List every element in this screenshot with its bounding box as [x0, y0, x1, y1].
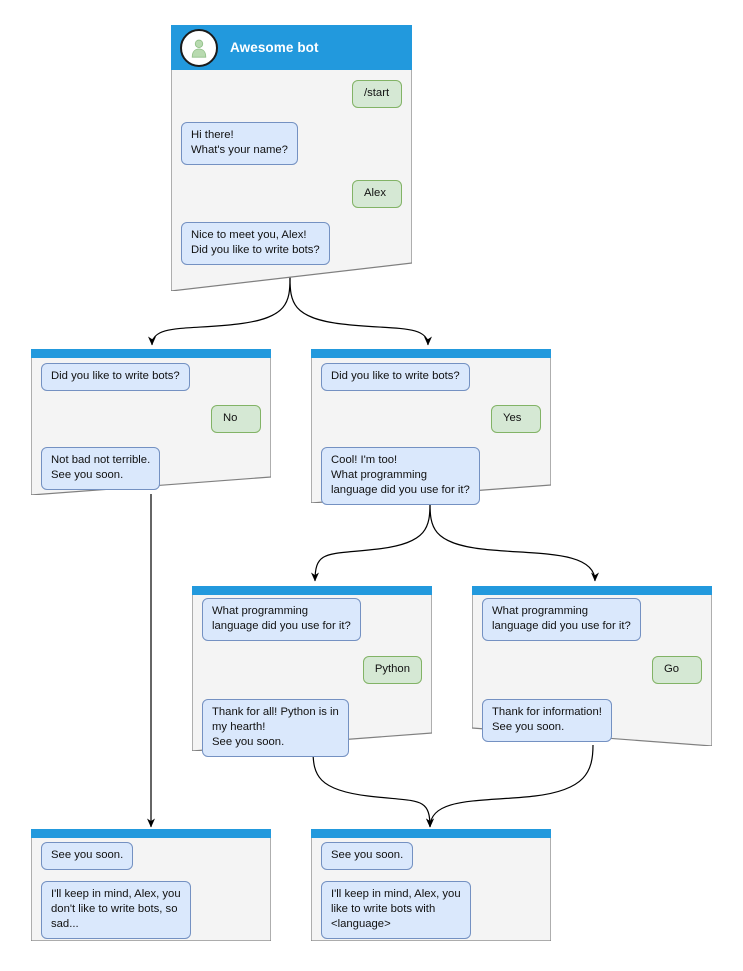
message-row: See you soon.: [311, 842, 551, 870]
chat-card-end-yes[interactable]: See you soon. I'll keep in mind, Alex, y…: [311, 829, 551, 941]
chat-card-end-no[interactable]: See you soon. I'll keep in mind, Alex, y…: [31, 829, 271, 941]
bot-message-bubble[interactable]: See you soon.: [41, 842, 134, 870]
avatar: [180, 28, 218, 67]
message-row: I'll keep in mind, Alex, you don't like …: [31, 881, 271, 939]
user-message-bubble[interactable]: /start: [352, 80, 402, 108]
bot-message-bubble[interactable]: Thank for information! See you soon.: [482, 699, 612, 742]
bot-message-bubble[interactable]: Thank for all! Python is in my hearth! S…: [202, 699, 349, 757]
bot-message-bubble[interactable]: I'll keep in mind, Alex, you like to wri…: [321, 881, 471, 939]
message-list-end-no: See you soon. I'll keep in mind, Alex, y…: [31, 842, 271, 939]
user-message-bubble[interactable]: Go: [652, 656, 702, 684]
message-row: Cool! I'm too! What programming language…: [311, 447, 551, 505]
message-row: What programming language did you use fo…: [192, 598, 432, 641]
bot-message-bubble[interactable]: Not bad not terrible. See you soon.: [41, 447, 161, 490]
bot-message-bubble[interactable]: Nice to meet you, Alex! Did you like to …: [181, 222, 330, 265]
message-row: Alex: [171, 180, 412, 208]
user-message-bubble[interactable]: Alex: [352, 180, 402, 208]
message-row: Did you like to write bots?: [311, 363, 551, 391]
message-row: Yes: [311, 405, 551, 433]
message-list-no-branch: Did you like to write bots? No Not bad n…: [31, 363, 271, 490]
person-avatar-icon: [191, 39, 207, 58]
chat-card-go-branch[interactable]: What programming language did you use fo…: [472, 586, 712, 746]
connector-yes-to-go: [429, 501, 599, 582]
message-row: /start: [171, 80, 412, 108]
chat-card-yes-branch[interactable]: Did you like to write bots? Yes Cool! I'…: [311, 349, 551, 505]
chat-card-no-branch[interactable]: Did you like to write bots? No Not bad n…: [31, 349, 271, 495]
message-row: Did you like to write bots?: [31, 363, 271, 391]
message-row: Not bad not terrible. See you soon.: [31, 447, 271, 490]
bot-message-bubble[interactable]: Did you like to write bots?: [321, 363, 470, 391]
message-row: Go: [472, 656, 712, 684]
card-header-strip: [192, 586, 432, 595]
chat-card-python-branch[interactable]: What programming language did you use fo…: [192, 586, 432, 757]
message-row: What programming language did you use fo…: [472, 598, 712, 641]
message-row: Python: [192, 656, 432, 684]
card-header-strip: [472, 586, 712, 595]
bot-message-bubble[interactable]: Cool! I'm too! What programming language…: [321, 447, 480, 505]
message-row: No: [31, 405, 271, 433]
bot-message-bubble[interactable]: I'll keep in mind, Alex, you don't like …: [41, 881, 191, 939]
card-header-strip: [31, 829, 271, 838]
message-row: Thank for all! Python is in my hearth! S…: [192, 699, 432, 757]
message-list-root: /start Hi there! What's your name? Alex …: [171, 80, 412, 265]
message-row: Hi there! What's your name?: [171, 122, 412, 165]
card-header-strip: [311, 829, 551, 838]
connector-go-to-end: [426, 744, 594, 828]
message-list-go-branch: What programming language did you use fo…: [472, 598, 712, 742]
bot-message-bubble[interactable]: See you soon.: [321, 842, 414, 870]
message-row: Nice to meet you, Alex! Did you like to …: [171, 222, 412, 265]
message-list-python-branch: What programming language did you use fo…: [192, 598, 432, 757]
user-message-bubble[interactable]: No: [211, 405, 261, 433]
user-message-bubble[interactable]: Python: [362, 656, 422, 684]
bot-message-bubble[interactable]: What programming language did you use fo…: [202, 598, 361, 641]
chat-card-root[interactable]: Awesome bot /start Hi there! What's your…: [171, 25, 412, 291]
message-row: I'll keep in mind, Alex, you like to wri…: [311, 881, 551, 939]
connector-yes-to-python: [311, 501, 431, 582]
card-header-root: Awesome bot: [171, 25, 412, 70]
bot-message-bubble[interactable]: Did you like to write bots?: [41, 363, 190, 391]
bot-message-bubble[interactable]: What programming language did you use fo…: [482, 598, 641, 641]
message-list-yes-branch: Did you like to write bots? Yes Cool! I'…: [311, 363, 551, 505]
bot-message-bubble[interactable]: Hi there! What's your name?: [181, 122, 298, 165]
user-message-bubble[interactable]: Yes: [491, 405, 541, 433]
connector-python-to-end: [312, 749, 434, 828]
bot-name-label: Awesome bot: [230, 40, 319, 55]
message-list-end-yes: See you soon. I'll keep in mind, Alex, y…: [311, 842, 551, 939]
message-row: Thank for information! See you soon.: [472, 699, 712, 742]
message-row: See you soon.: [31, 842, 271, 870]
card-header-strip: [31, 349, 271, 358]
card-header-strip: [311, 349, 551, 358]
